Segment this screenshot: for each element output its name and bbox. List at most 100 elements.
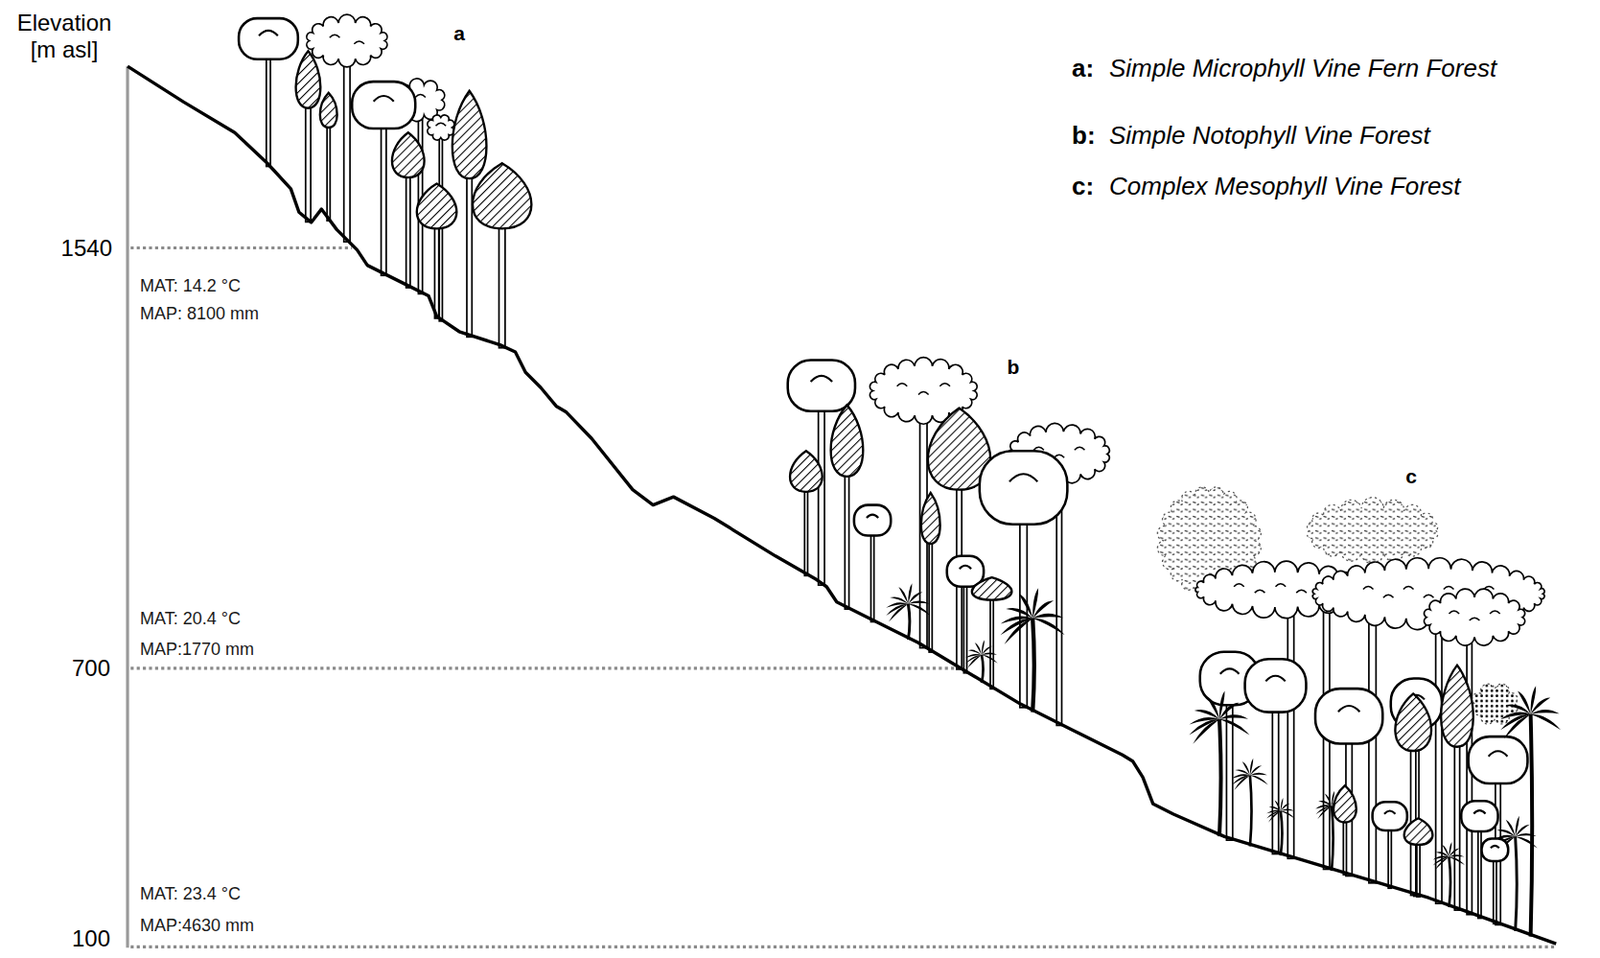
palm-trunk (1530, 714, 1533, 937)
hatched-crown (417, 184, 458, 230)
tree-trunk (804, 485, 808, 576)
round-crown (1460, 800, 1498, 832)
tree-trunk (326, 121, 330, 222)
tree-trunk (990, 593, 994, 689)
palm-frond (1515, 833, 1537, 836)
palm-frond (1504, 714, 1531, 740)
crown-mark (1488, 750, 1508, 756)
crown-mark (1275, 583, 1287, 587)
climate-note: MAP: 8100 mm (139, 303, 259, 325)
crown-mark (258, 30, 279, 36)
tree-trunk (1454, 740, 1460, 910)
tree-trunk (1416, 838, 1420, 898)
round-crown (1372, 801, 1408, 831)
cloud-crown (427, 115, 455, 140)
palm-frond (888, 603, 908, 623)
elevation-value: 1540 (61, 234, 113, 262)
palm-frond (1250, 775, 1269, 786)
palm-frond (898, 586, 908, 604)
hatched-crown (972, 577, 1013, 600)
crown-mark (1473, 810, 1485, 813)
round-crown (979, 450, 1068, 525)
crown-mark (1489, 610, 1501, 614)
tree-trunk (498, 222, 505, 348)
crown-mark (1074, 446, 1086, 450)
crown-mark (1009, 473, 1038, 482)
round-crown (351, 81, 416, 129)
crown-mark (866, 514, 879, 518)
tree-trunk (466, 172, 472, 338)
crown-mark (415, 94, 426, 98)
palm-frond (1280, 809, 1295, 812)
palm-trunk (1331, 805, 1334, 871)
tree-trunk (434, 222, 439, 319)
palm-frond (1517, 691, 1531, 715)
tree-trunk (1272, 707, 1278, 854)
palm-frond (1280, 811, 1296, 819)
palm-frond (974, 642, 982, 655)
elevation-gridline (130, 666, 954, 670)
crown-mark (1443, 585, 1455, 589)
elevation-value: 100 (71, 925, 111, 952)
palm-frond (1435, 857, 1450, 871)
elevation-gridline (130, 246, 352, 250)
hatched-crown (452, 91, 487, 179)
round-crown (854, 505, 891, 536)
crown-mark (1220, 668, 1240, 673)
palm-frond (1275, 800, 1281, 812)
crown-mark (1033, 446, 1044, 450)
palm-frond (981, 654, 998, 664)
tree-trunk (1388, 826, 1392, 888)
palm-frond (1530, 714, 1561, 731)
crown-mark (1265, 675, 1285, 682)
palm-trunk (981, 654, 984, 683)
tree-trunk (1343, 815, 1346, 875)
palm-frond (1506, 819, 1516, 837)
elevation-value: 700 (71, 654, 111, 682)
crown-mark (373, 95, 395, 102)
elevation-axis (125, 66, 129, 948)
tree-trunk (1493, 857, 1497, 925)
elevation-gridline (130, 945, 1556, 949)
palm-frond (1019, 593, 1033, 619)
palm-frond (1032, 618, 1066, 636)
dotted-crown (1472, 683, 1518, 724)
palm-trunk (1448, 857, 1451, 907)
crown-mark (1233, 583, 1245, 587)
climate-note: MAT: 23.4 °C (139, 883, 241, 905)
hatched-crown (1333, 785, 1357, 822)
palm-frond (1324, 793, 1332, 807)
crown-mark (436, 122, 447, 126)
palm-frond (1530, 709, 1560, 715)
tree-trunk (1287, 596, 1294, 858)
forest-type: Simple Notophyll Vine Forest (1109, 121, 1431, 151)
tree-trunk (305, 101, 311, 222)
forest-letter: b (1007, 355, 1021, 379)
crown-mark (1490, 845, 1500, 848)
palm-trunk (1515, 835, 1518, 931)
forest-letter: c (1405, 464, 1417, 488)
crown-mark (811, 375, 833, 382)
tree-trunk (844, 469, 849, 609)
palm-frond (1032, 613, 1064, 619)
forest-type: Complex Mesophyll Vine Forest (1109, 172, 1461, 202)
hatched-crown (1404, 817, 1434, 845)
crown-mark (959, 565, 972, 569)
round-crown (1482, 838, 1509, 861)
crown-mark (1296, 589, 1307, 593)
round-crown (1315, 688, 1383, 743)
crown-mark (1254, 589, 1266, 593)
round-crown (788, 360, 856, 412)
palm-frond (967, 654, 982, 669)
hatched-crown (1440, 665, 1474, 747)
crown-mark (329, 34, 341, 38)
palm-frond (1441, 844, 1449, 858)
cloud-crown (1424, 588, 1526, 646)
palm-frond (1448, 857, 1465, 866)
tree-trunk (344, 56, 350, 243)
hatched-crown (789, 450, 823, 492)
crown-mark (897, 383, 908, 387)
crown-mark (1363, 585, 1374, 589)
palm-frond (1233, 775, 1251, 790)
tree-trunk (870, 531, 874, 622)
